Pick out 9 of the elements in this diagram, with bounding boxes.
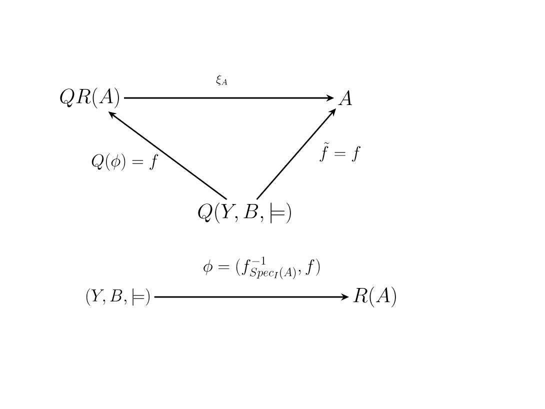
edge-label: $Q(\phi) = f$ [92, 153, 158, 171]
math-term: $Q(Y,B,\models)$ [198, 202, 291, 224]
edge-label: $\tilde{f} = f$ [320, 142, 360, 162]
edge-label: $\phi = (f^{-1}_{Spec_I(A)}, f)$ [204, 256, 320, 280]
edge-label: $\xi_A$ [216, 74, 228, 86]
math-term: $A$ [338, 90, 352, 106]
math-term: $(Y,B,\models)$ [86, 288, 150, 306]
math-term: $R(A)$ [353, 286, 396, 308]
math-term: $QR(A)$ [60, 88, 119, 108]
